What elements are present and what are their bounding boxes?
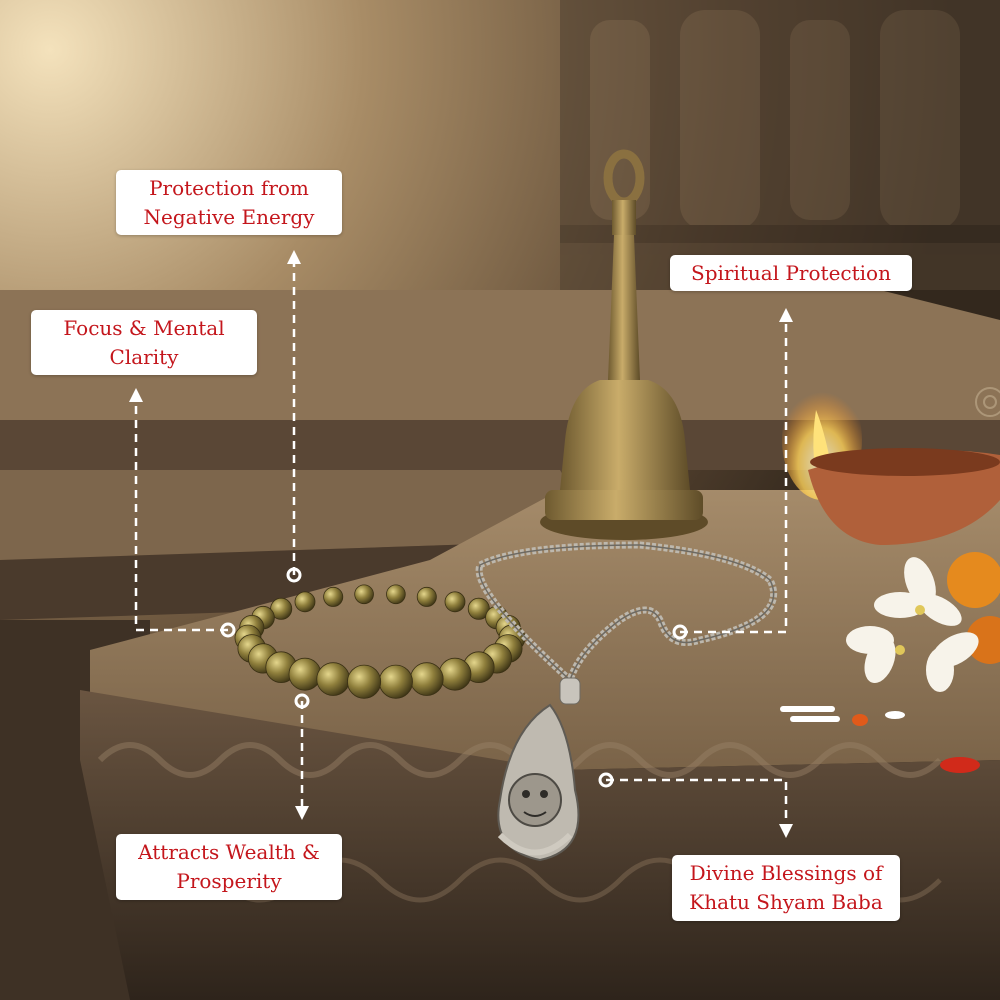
pyrite-bead <box>378 664 413 699</box>
stone-slab <box>90 490 1000 770</box>
callout-negative-energy-protection: Protection from Negative Energy <box>116 170 342 235</box>
pyrite-bead <box>444 591 466 613</box>
callout-text-line: Clarity <box>109 344 179 369</box>
clay-diya <box>782 380 1000 545</box>
flowers <box>780 552 1000 773</box>
pyrite-bead <box>347 664 382 699</box>
pyrite-bead <box>438 657 472 691</box>
callout-wealth-prosperity: Attracts Wealth & Prosperity <box>116 834 342 900</box>
anchor-spiritual <box>672 624 688 640</box>
anchor-divine <box>598 772 614 788</box>
callout-text-line: Khatu Shyam Baba <box>689 890 883 914</box>
callout-text-line: Negative Energy <box>143 204 315 229</box>
callout-text-line: Focus & Mental <box>63 315 225 340</box>
pyrite-bead <box>409 662 444 696</box>
callout-focus-clarity: Focus & Mental Clarity <box>31 310 257 375</box>
brass-bell <box>540 149 708 540</box>
callout-spiritual-protection: Spiritual Protection <box>670 255 912 291</box>
arrowhead-spiritual <box>779 308 793 322</box>
connector-arrowheads <box>129 250 793 838</box>
callout-text-line: Divine Blessings of <box>689 861 883 885</box>
connector-anchors <box>220 567 688 788</box>
pyrite-bead <box>316 662 351 696</box>
pyrite-bead <box>294 591 316 613</box>
callout-connectors <box>134 262 788 826</box>
carved-wall <box>560 0 1000 290</box>
arrowhead-negative-energy <box>287 250 301 264</box>
pyrite-bead <box>288 657 322 691</box>
silver-chain <box>475 541 778 683</box>
pyrite-bead <box>323 586 344 607</box>
connector-spiritual <box>680 320 788 634</box>
callout-text-line: Prosperity <box>176 869 282 893</box>
pyrite-bead <box>386 584 406 605</box>
connector-divine <box>606 778 788 826</box>
connector-focus <box>134 400 228 632</box>
pyrite-bead <box>416 586 437 607</box>
callout-text-line: Attracts Wealth & <box>138 840 320 864</box>
watermark-emblem <box>975 387 1000 417</box>
anchor-negative-energy <box>286 567 302 583</box>
callout-text-line: Protection from <box>149 175 309 200</box>
anchor-wealth <box>294 693 310 709</box>
khatu-shyam-pendant <box>497 677 581 862</box>
callout-divine-blessings: Divine Blessings of Khatu Shyam Baba <box>672 855 900 921</box>
arrowhead-divine <box>779 824 793 838</box>
arrowhead-wealth <box>295 806 309 820</box>
arrowhead-focus <box>129 388 143 402</box>
callout-text-line: Spiritual Protection <box>691 260 891 285</box>
pyrite-bead <box>354 584 374 605</box>
pyrite-bracelet <box>234 584 526 699</box>
anchor-focus <box>220 622 236 638</box>
